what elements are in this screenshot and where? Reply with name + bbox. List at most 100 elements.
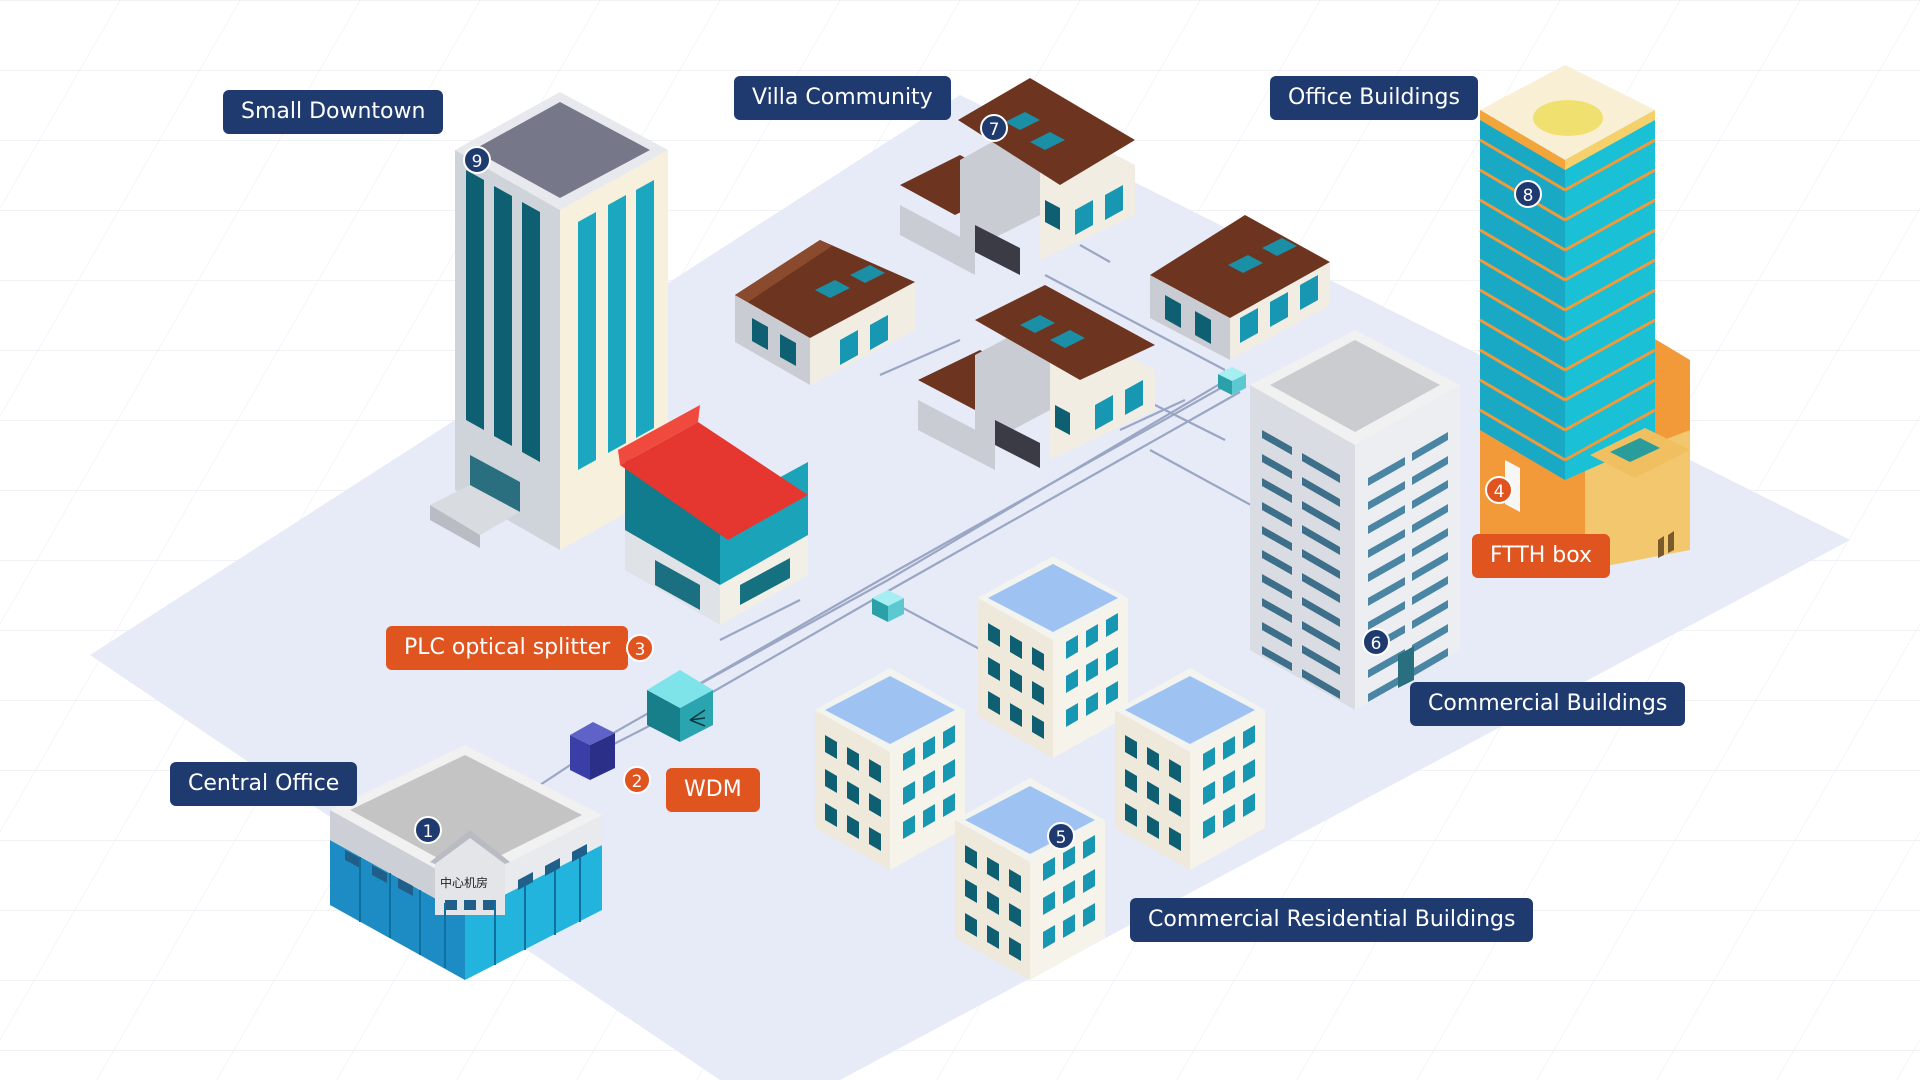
block-window xyxy=(988,657,1000,681)
commercial-window xyxy=(1412,576,1448,605)
commercial-window xyxy=(1302,453,1340,483)
block-window xyxy=(1203,747,1215,771)
block-window xyxy=(847,815,859,839)
block-window xyxy=(1083,903,1095,927)
badge-8-office-tower: 8 xyxy=(1514,180,1542,208)
commercial-window xyxy=(1262,646,1292,671)
residential-block xyxy=(815,668,965,870)
block-window xyxy=(1032,647,1044,671)
block-window xyxy=(1009,903,1021,927)
block-window xyxy=(1243,725,1255,749)
block-window xyxy=(943,759,955,783)
block-window xyxy=(1066,635,1078,659)
block-window xyxy=(1086,624,1098,648)
commercial-window xyxy=(1412,624,1448,653)
office-tower xyxy=(1479,65,1690,570)
block-window xyxy=(1169,793,1181,817)
villa-house-middle xyxy=(918,285,1155,470)
commercial-window xyxy=(1368,457,1405,486)
block-window xyxy=(1203,815,1215,839)
commercial-window xyxy=(1412,432,1448,461)
block-window xyxy=(1043,925,1055,949)
red-roof-building xyxy=(618,405,808,625)
badge-4-ftth-box: 4 xyxy=(1485,476,1513,504)
villa-house-right xyxy=(1150,215,1330,360)
block-window xyxy=(1125,735,1137,759)
residential-block xyxy=(978,556,1128,758)
label-central-office: Central Office xyxy=(170,762,358,806)
block-window xyxy=(1009,869,1021,893)
block-window xyxy=(1169,827,1181,851)
label-villa-community: Villa Community xyxy=(734,76,951,120)
badge-6-commercial-building: 6 xyxy=(1362,628,1390,656)
block-window xyxy=(1125,803,1137,827)
commercial-window xyxy=(1368,673,1405,702)
central-office-sign: 中心机房 xyxy=(440,876,489,890)
block-window xyxy=(923,770,935,794)
block-window xyxy=(987,857,999,881)
commercial-residential-blocks xyxy=(815,556,1265,980)
block-window xyxy=(1223,770,1235,794)
block-window xyxy=(965,879,977,903)
block-window xyxy=(943,725,955,749)
block-window xyxy=(1147,781,1159,805)
block-window xyxy=(1147,815,1159,839)
block-roof-glass xyxy=(825,676,955,744)
block-window xyxy=(1010,635,1022,659)
residential-block xyxy=(955,778,1105,980)
villa-house-left xyxy=(735,240,915,385)
block-window xyxy=(943,793,955,817)
block-window xyxy=(1043,891,1055,915)
commercial-window xyxy=(1302,645,1340,675)
commercial-window xyxy=(1368,601,1405,630)
block-window xyxy=(1043,857,1055,881)
fiber-junction-box-top xyxy=(1218,367,1246,395)
commercial-window xyxy=(1368,529,1405,558)
commercial-window xyxy=(1262,526,1292,551)
block-window xyxy=(1169,759,1181,783)
commercial-window xyxy=(1262,478,1292,503)
label-plc-optical-splitter: PLC optical splitter xyxy=(386,626,629,670)
block-window xyxy=(869,827,881,851)
commercial-window xyxy=(1302,669,1340,699)
commercial-window xyxy=(1262,574,1292,599)
block-window xyxy=(1010,703,1022,727)
commercial-window xyxy=(1262,550,1292,575)
commercial-window xyxy=(1368,649,1405,678)
fiber-junction-box-mid xyxy=(872,590,904,622)
block-window xyxy=(923,804,935,828)
block-window xyxy=(825,803,837,827)
label-wdm: WDM xyxy=(666,768,760,812)
wdm-device xyxy=(570,722,615,780)
block-window xyxy=(1086,692,1098,716)
commercial-window xyxy=(1368,553,1405,582)
commercial-window xyxy=(1302,597,1340,627)
block-window xyxy=(1063,914,1075,938)
commercial-window xyxy=(1262,502,1292,527)
commercial-building xyxy=(1250,330,1460,710)
commercial-window xyxy=(1412,648,1448,677)
block-window xyxy=(1086,658,1098,682)
block-roof-glass xyxy=(988,564,1118,632)
commercial-window xyxy=(1412,528,1448,557)
plc-splitter-device xyxy=(647,670,713,742)
commercial-window xyxy=(1302,525,1340,555)
block-window xyxy=(847,781,859,805)
central-office-building xyxy=(330,745,602,980)
commercial-window xyxy=(1302,573,1340,603)
commercial-window xyxy=(1412,504,1448,533)
villa-house-top xyxy=(900,78,1135,275)
block-window xyxy=(1066,703,1078,727)
block-window xyxy=(1032,715,1044,739)
block-window xyxy=(847,747,859,771)
badge-5-commercial-residential: 5 xyxy=(1047,822,1075,850)
badge-9-downtown-tower: 9 xyxy=(463,146,491,174)
block-window xyxy=(1066,669,1078,693)
commercial-window xyxy=(1302,501,1340,531)
commercial-window xyxy=(1302,549,1340,579)
block-window xyxy=(1083,835,1095,859)
block-window xyxy=(1009,937,1021,961)
commercial-window xyxy=(1412,456,1448,485)
residential-block xyxy=(1115,668,1265,870)
